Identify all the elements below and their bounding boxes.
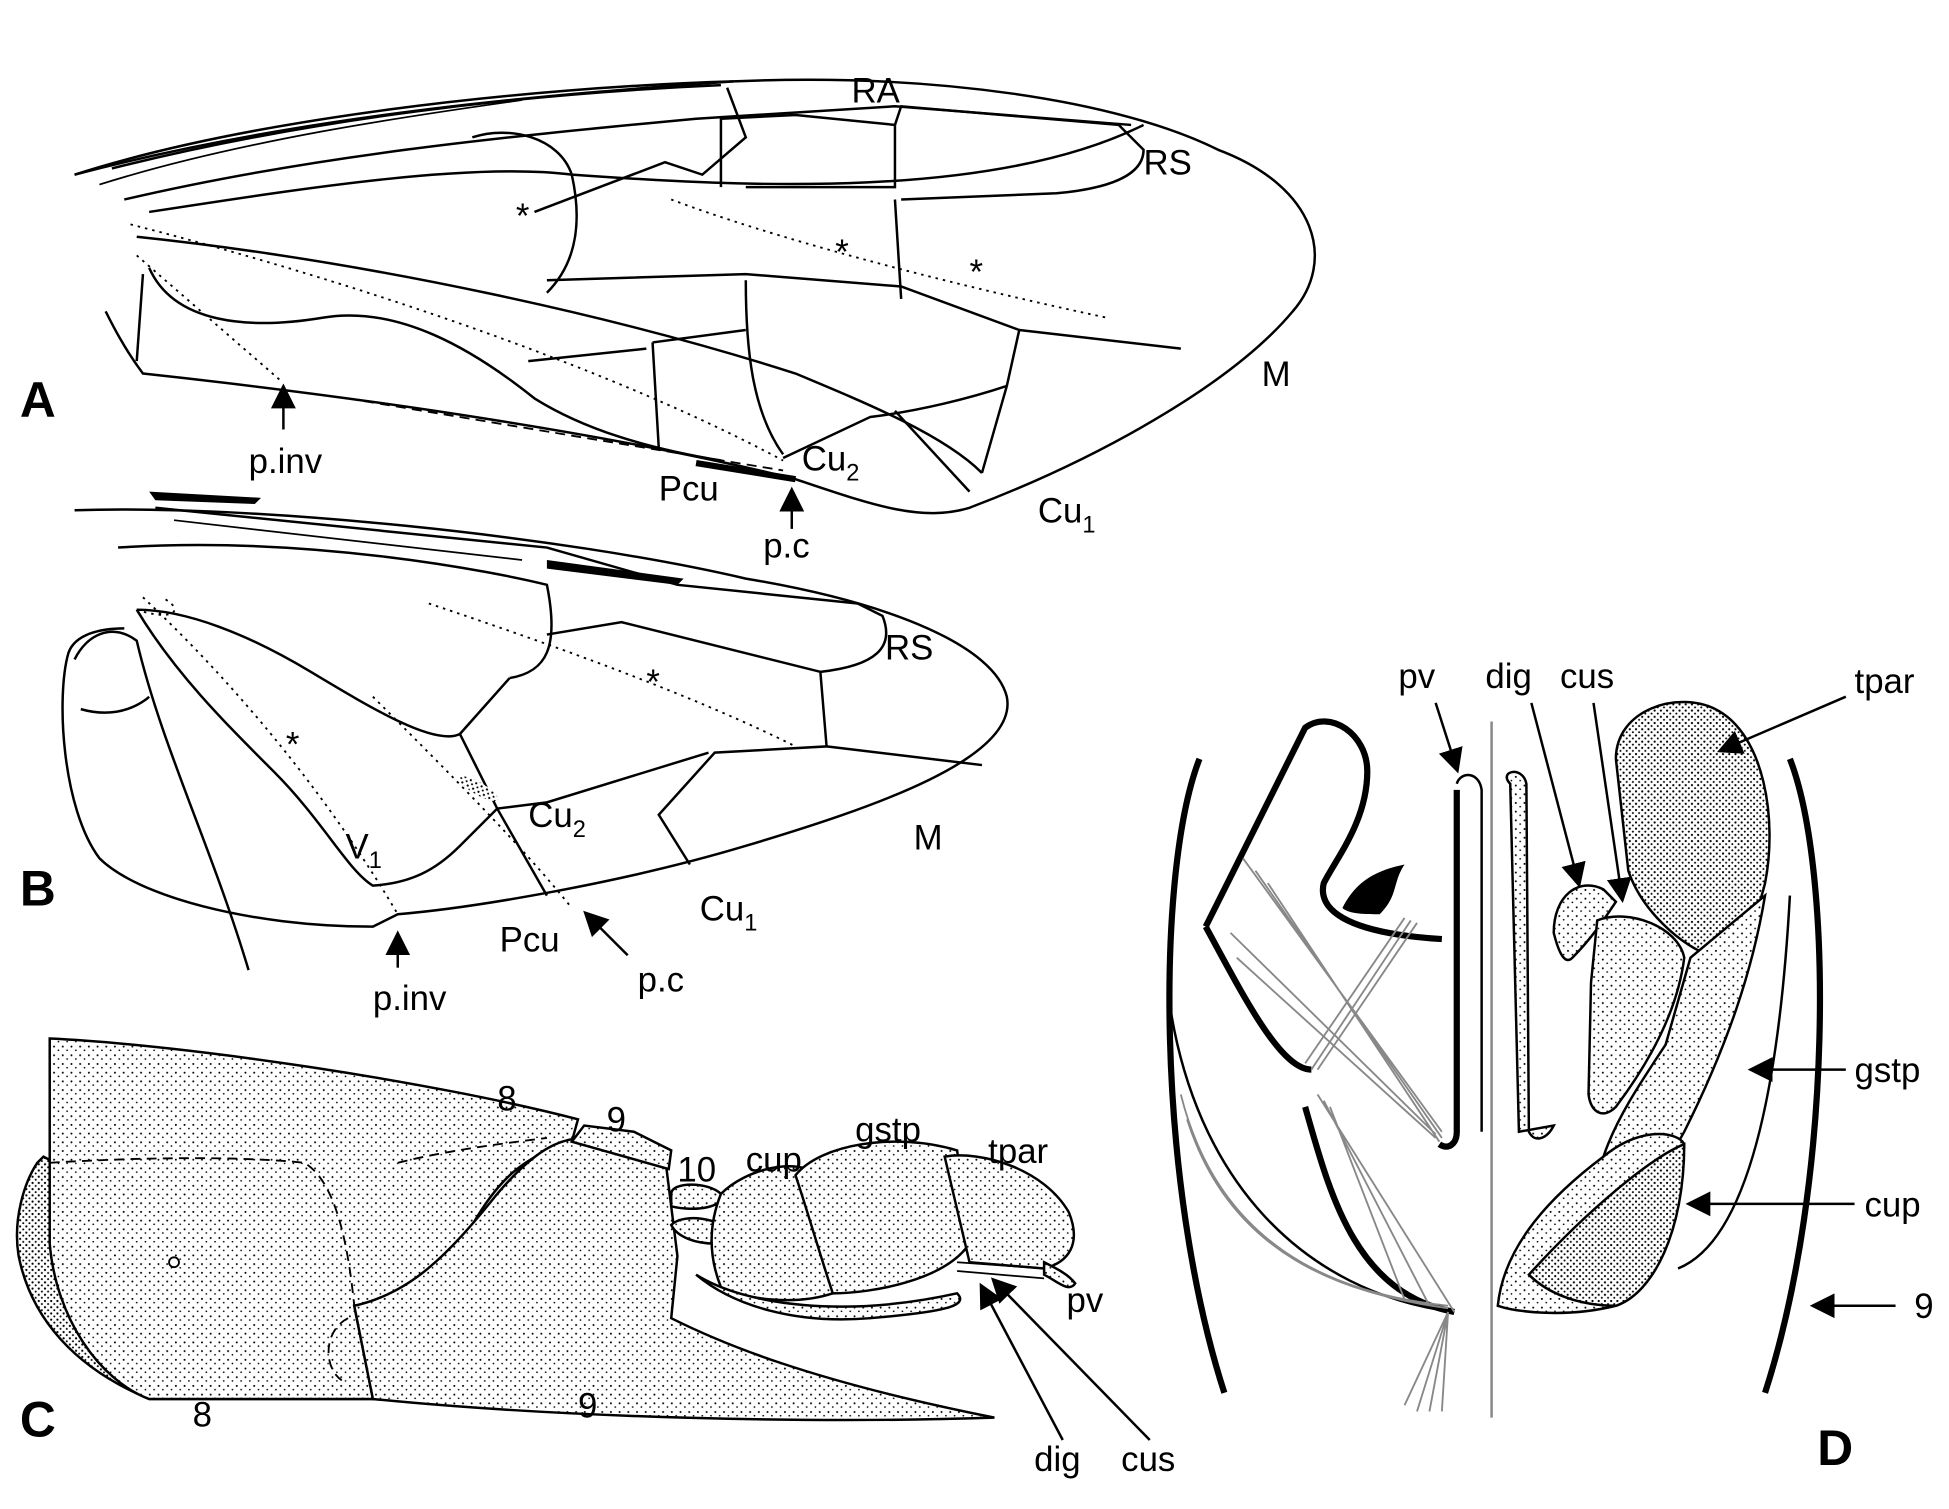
muscle-fibres: [1179, 857, 1456, 1412]
wing-b-label-cu2: Cu2: [528, 796, 586, 843]
genitalia-arrow-pv: [1434, 702, 1463, 774]
wing-b-label-pc: p.c: [638, 960, 684, 999]
genitalia-label-cup: cup: [1864, 1185, 1920, 1224]
wing-a-label-pcu: Pcu: [659, 469, 719, 508]
genitalia-arrow-cus: [1592, 702, 1632, 903]
wing-a-asterisk-1: *: [516, 197, 530, 236]
panel-label-b: B: [20, 861, 56, 917]
wing-b-label-pcu: Pcu: [500, 921, 560, 960]
genitalia-label-pv: pv: [1398, 657, 1435, 696]
panel-label-d: D: [1817, 1420, 1853, 1476]
genitalia-arrow-tpar: [1716, 695, 1847, 754]
abdomen-label-seg10: 10: [677, 1150, 716, 1189]
wing-b-label-rs: RS: [885, 628, 933, 667]
wing-a-label-rs: RS: [1144, 144, 1192, 183]
wing-a-label-ra: RA: [851, 72, 900, 111]
wing-a-asterisk-3: *: [970, 253, 984, 292]
abdomen-label-tergite9: 9: [607, 1101, 626, 1140]
genitalia-label-tpar: tpar: [1855, 662, 1915, 701]
forewing-a: * * *: [74, 78, 1316, 515]
abdomen-arrow-cus: [990, 1277, 1151, 1441]
panel-label-a: A: [20, 372, 56, 428]
genitalia-label-seg9: 9: [1914, 1287, 1933, 1326]
abdomen-label-dig: dig: [1034, 1440, 1080, 1479]
wing-b-label-pinv: p.inv: [373, 979, 447, 1018]
wing-b-label-cu1: Cu1: [700, 889, 758, 936]
abdomen-label-sternite9: 9: [578, 1387, 597, 1426]
abdomen-label-tergite8: 8: [497, 1080, 516, 1119]
genitalia-label-gstp: gstp: [1855, 1051, 1921, 1090]
wing-b-label-m: M: [914, 819, 943, 858]
wing-b-asterisk-1: *: [646, 663, 660, 702]
wing-a-label-cu1: Cu1: [1038, 492, 1096, 539]
abdomen-label-gstp: gstp: [855, 1111, 921, 1150]
abdomen-label-cus: cus: [1121, 1440, 1175, 1479]
genitalia-arrow-dig: [1530, 702, 1586, 888]
wing-a-label-pc: p.c: [763, 526, 809, 565]
abdomen-label-sternite8: 8: [193, 1395, 212, 1434]
genitalia-label-cus: cus: [1560, 657, 1614, 696]
wing-b-label-v1: V1: [346, 827, 382, 874]
abdomen-label-pv: pv: [1066, 1281, 1103, 1320]
wing-a-label-m: M: [1262, 355, 1291, 394]
wing-a-label-pinv: p.inv: [249, 442, 323, 481]
panel-label-c: C: [20, 1391, 56, 1447]
genitalia-ventral-d: [1166, 700, 1823, 1418]
genitalia-label-dig: dig: [1485, 657, 1531, 696]
abdomen-label-tpar: tpar: [988, 1132, 1048, 1171]
abdomen-label-cup: cup: [746, 1141, 802, 1180]
abdomen-arrow-dig: [979, 1282, 1064, 1441]
wing-a-label-cu2: Cu2: [802, 439, 860, 486]
wing-b-asterisk-2: *: [286, 725, 300, 764]
hindwing-b: * *: [61, 491, 1009, 971]
abdomen-lateral-c: [15, 1037, 1077, 1422]
wing-b-arrow-pc: [583, 910, 629, 957]
wing-a-asterisk-2: *: [835, 233, 849, 272]
